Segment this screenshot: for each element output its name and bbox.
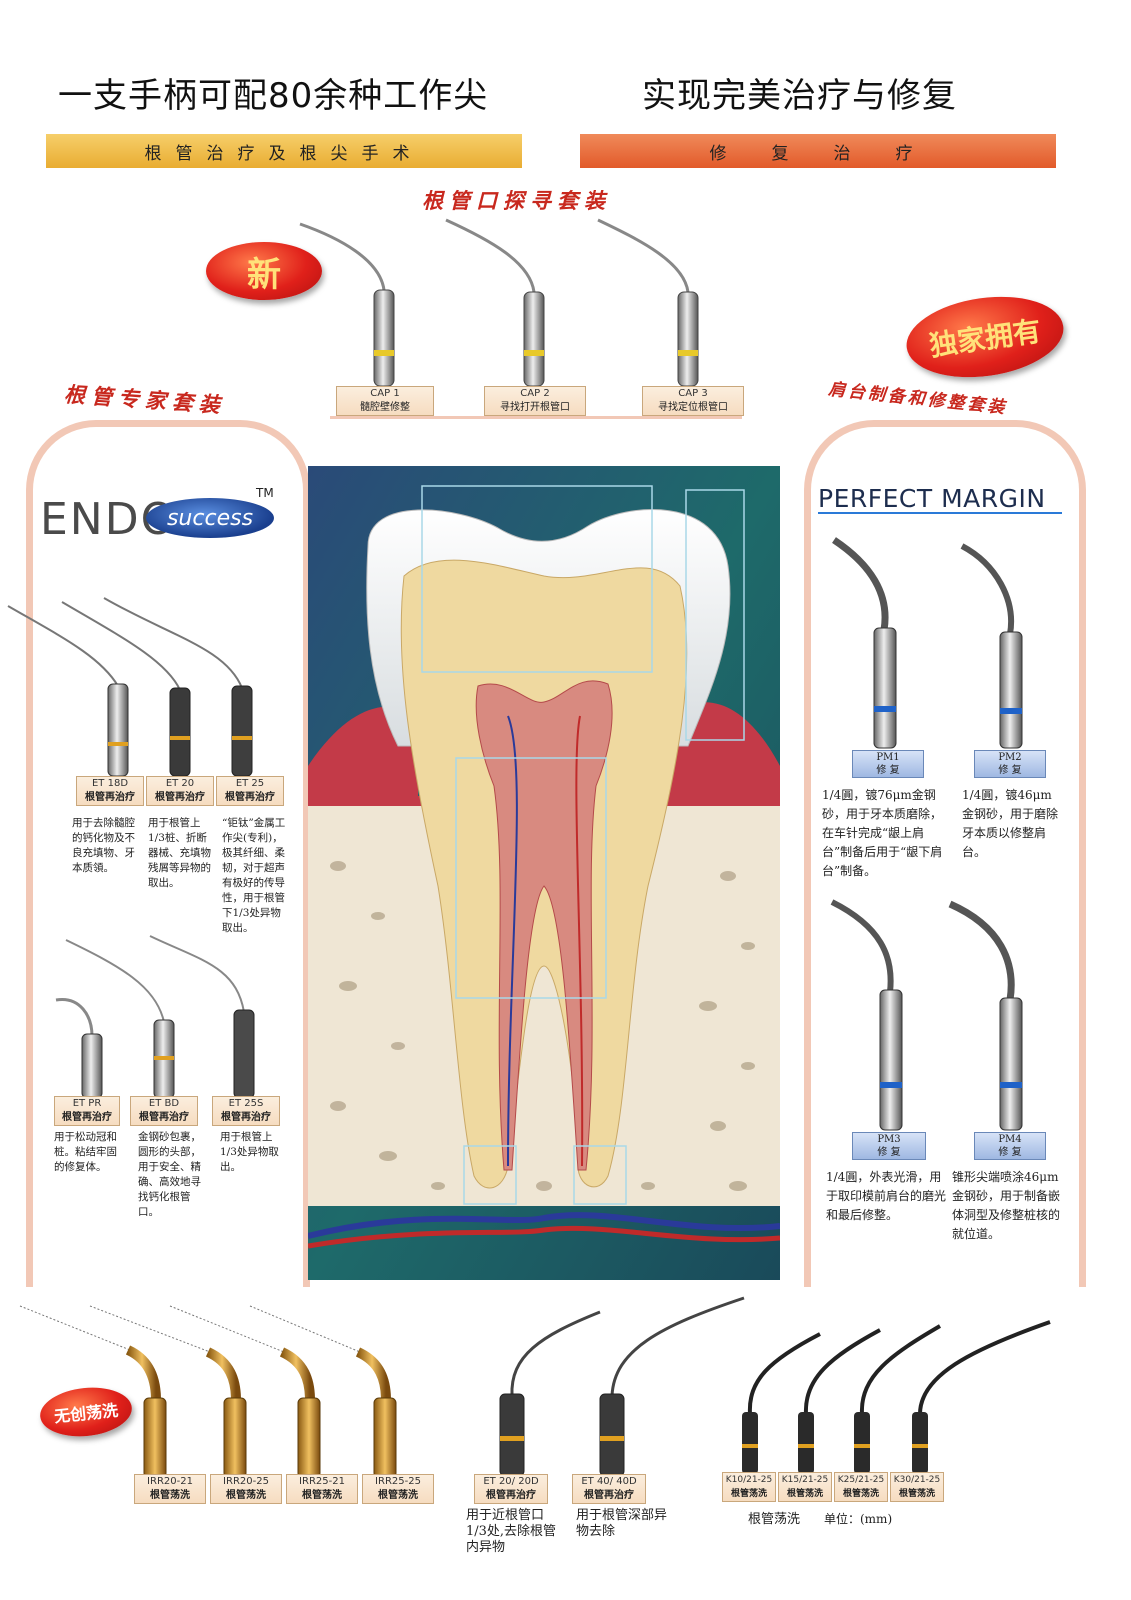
pm-set-title: 肩台制备和修整套装 — [827, 379, 1009, 419]
unit-note: 单位：(mm) — [824, 1512, 893, 1526]
k-caption: 根管荡洗 — [748, 1512, 801, 1527]
cap1-tip — [299, 222, 395, 387]
nerve-bundle — [308, 1212, 780, 1239]
k-file-tips — [742, 1320, 1051, 1474]
etbd-desc: 金钢砂包裹，圆形的头部，用于安全、精确、高效地寻找钙化根管口。 — [138, 1131, 201, 1218]
et18d-desc: 用于去除髓腔的钙化物及不良充填物、牙本质領。 — [72, 817, 135, 874]
etpr-desc: 用于松动冠和桩。粘结牢固的修复体。 — [54, 1131, 117, 1173]
pm4-desc: 锥形尖端喷涂46μm金钢砂，用于制备嵌体洞型及修整桩核的就位道。 — [952, 1170, 1061, 1241]
pm-lower-tips — [830, 899, 1023, 1131]
pm-logo: PERFECT MARGIN — [818, 484, 1046, 513]
pm-logo-underline — [818, 512, 1062, 514]
endo-logo-swoosh: success — [146, 498, 274, 538]
badge-new: 新 — [206, 242, 322, 300]
endo-upper-tips — [7, 597, 253, 777]
endo-logo-success: success — [166, 505, 254, 531]
et4040d-desc: 用于根管深部异物去除 — [576, 1508, 668, 1539]
band-restorative: 修 复 治 疗 — [580, 134, 1056, 168]
et20-desc: 用于根管上1/3桩、折断器械、充填物残屑等异物的取出。 — [148, 817, 211, 889]
irr-tips — [19, 1305, 397, 1479]
et-bottom-tips — [499, 1296, 745, 1477]
endo-panel — [26, 420, 310, 1287]
pm-upper-tips — [832, 537, 1023, 749]
tooth-illustration — [308, 466, 780, 1280]
badge-exclusive: 独家拥有 — [901, 287, 1069, 387]
endo-set-title: 根管专家套装 — [63, 381, 227, 418]
pm2-desc: 1/4圓，镀46μm金钢砂，用于磨除牙本质以修整肩台。 — [962, 788, 1059, 859]
et25s-desc: 用于根管上1/3处异物取出。 — [220, 1131, 279, 1173]
headline-left: 一支手柄可配80余种工作尖 — [58, 76, 489, 116]
cap-baseline — [330, 416, 742, 419]
cap2-tip — [445, 218, 545, 387]
cap3-tip — [597, 218, 699, 387]
cap-set-title: 根管口探寻套装 — [422, 188, 611, 213]
et25-desc: “钜钛”金属工作尖(专利)，极其纤细、柔韧，对于超声有极好的传导性，用于根管下1… — [222, 817, 286, 934]
headline-right: 实现完美治疗与修复 — [642, 76, 957, 116]
et2020d-desc: 用于近根管口1/3处,去除根管内异物 — [466, 1508, 557, 1555]
pm1-desc: 1/4圓，镀76μm金钢砂，用于牙本质磨除，在车针完成“龈上肩台”制备后用于“龈… — [822, 788, 943, 878]
endo-logo-tm: TM — [256, 486, 274, 500]
band-endo: 根管治疗及根尖手术 — [46, 134, 522, 168]
pm3-desc: 1/4圓，外表光滑，用于取印模前肩台的磨光和最后修整。 — [826, 1170, 947, 1222]
cap-tips — [299, 218, 699, 387]
endo-lower-tips — [55, 935, 255, 1099]
